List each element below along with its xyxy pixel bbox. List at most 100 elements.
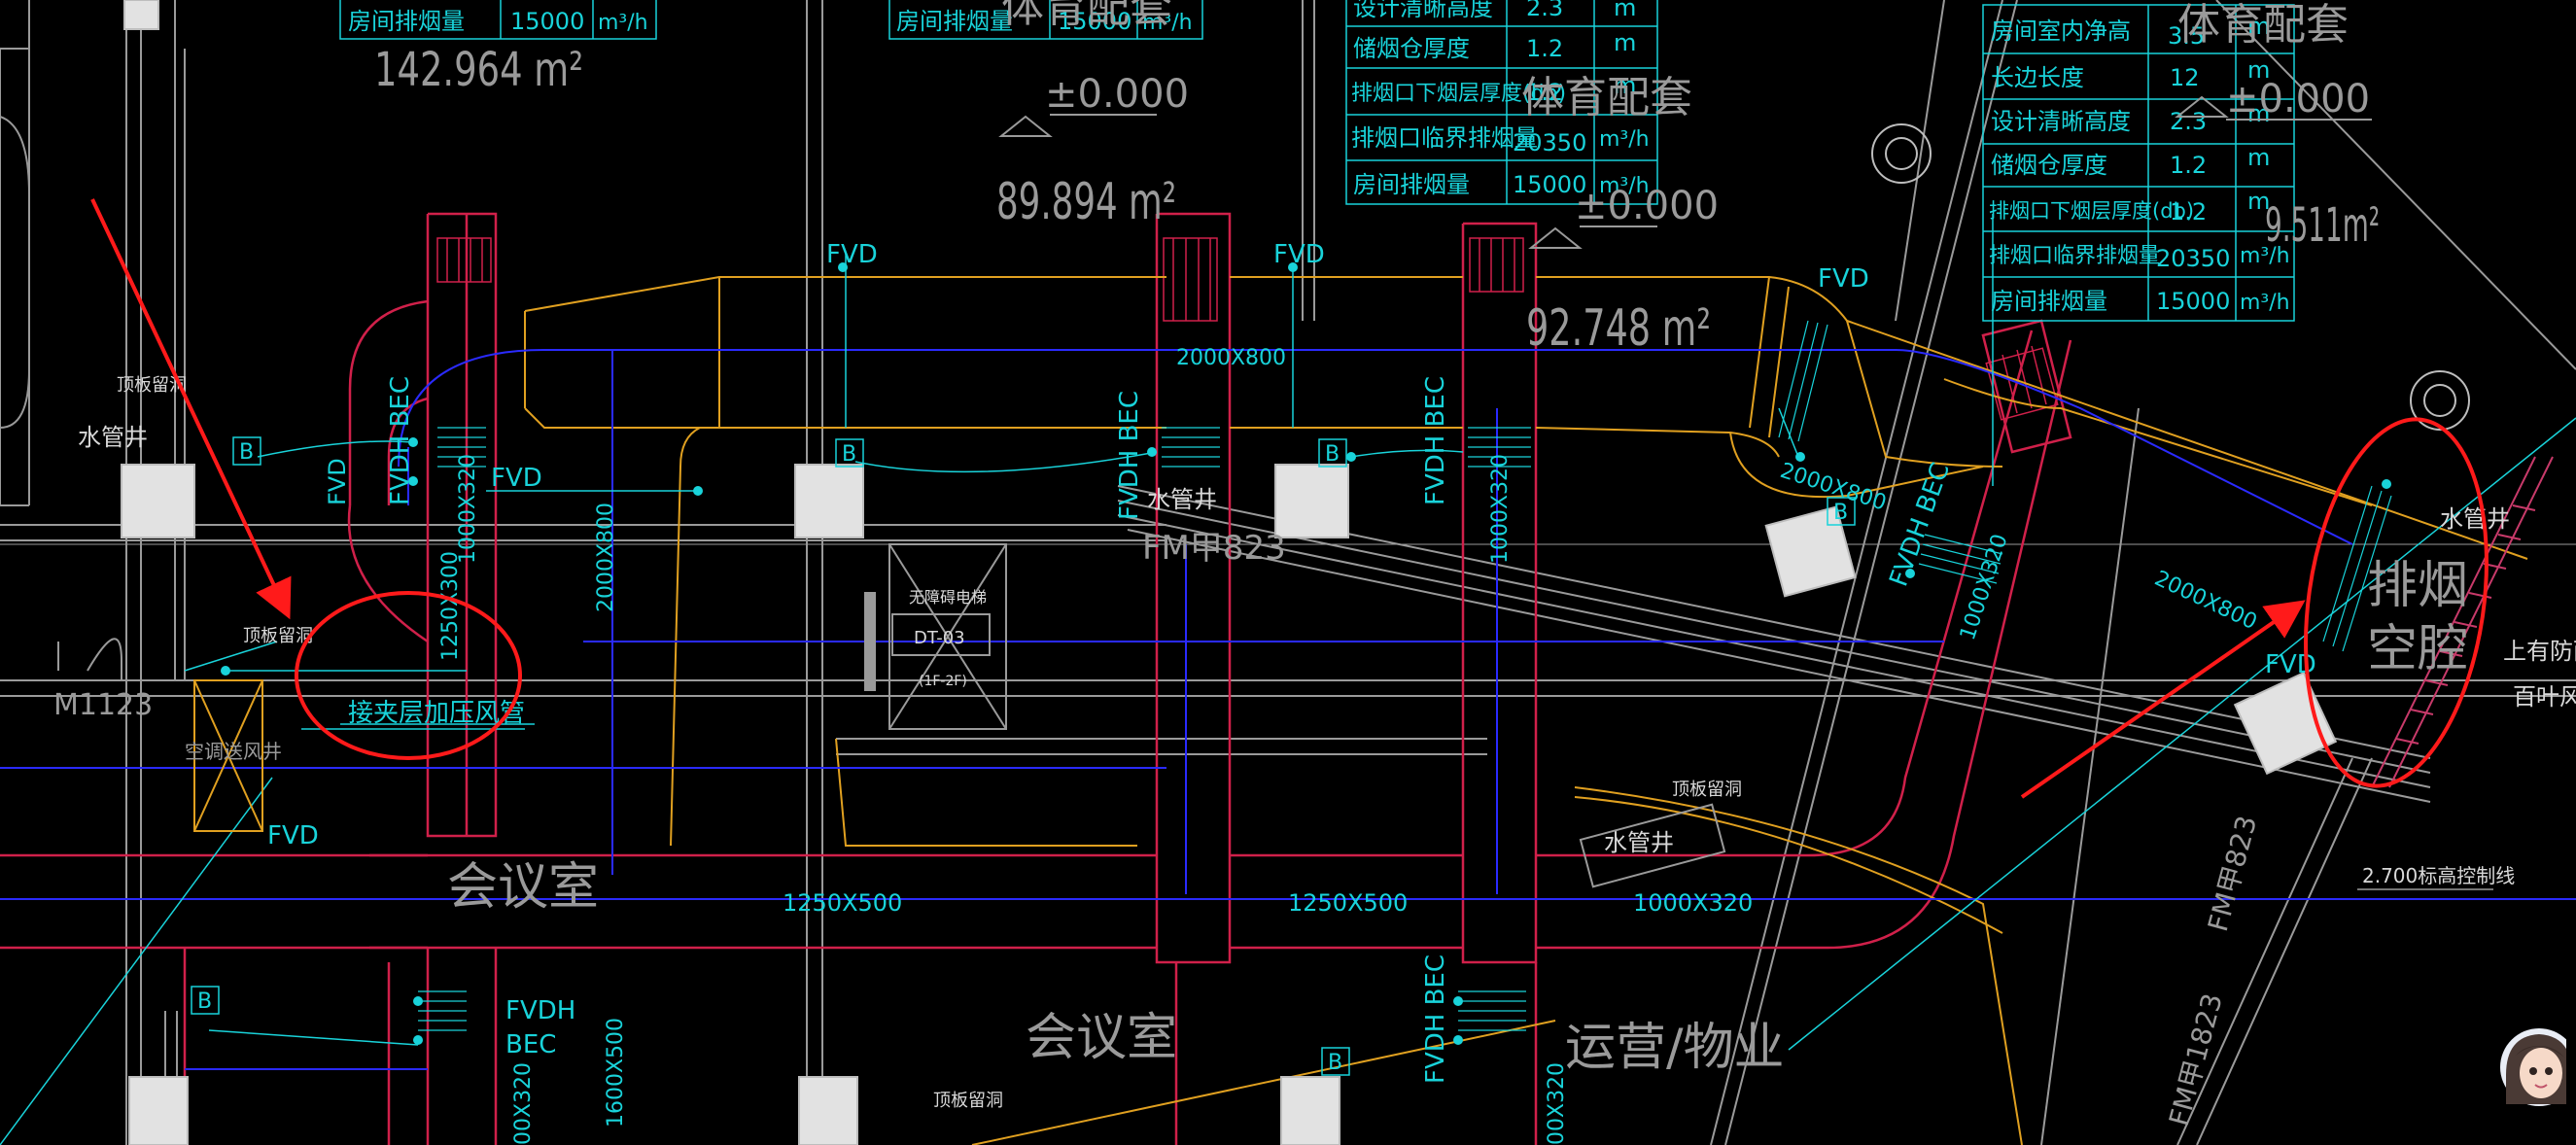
top-slab-hole-label-1: 顶板留洞 [117, 375, 187, 396]
top-slab-hole-label-3: 顶板留洞 [1672, 780, 1742, 800]
cyan-dots [221, 262, 2391, 1045]
elevation-label-3: ±0.000 [2226, 77, 2370, 121]
duct-label-1250x300: 1250X300 [438, 551, 463, 661]
area-label-89: 89.894 m² [996, 173, 1176, 231]
table-right-r0-unit: m [2247, 13, 2270, 40]
table-center [1345, 0, 1658, 205]
duct-label-1600x500: 1600X500 [604, 1018, 628, 1128]
fvd-label-6: FVD [267, 821, 319, 850]
table-right-r1-value: 12 [2170, 64, 2200, 91]
table-center-r4-value: 15000 [1513, 171, 1586, 198]
table-right-r2-label: 设计清晰高度 [1991, 108, 2131, 135]
elevator-label-2: DT-03 [914, 628, 965, 648]
sports-support-label-top: 体育配套 [1001, 0, 1172, 32]
water-shaft-label-4: 水管井 [2440, 505, 2510, 533]
table-top-left-unit: m³/h [598, 11, 648, 35]
table-center-r3-value: 20350 [1513, 129, 1586, 156]
duct-label-1000x320-2: 1000X320 [1488, 454, 1513, 564]
table-center-r1-label: 储烟仓厚度 [1353, 35, 1470, 62]
table-right-r6-label: 房间排烟量 [1991, 288, 2107, 315]
level-line-label: 2.700标高控制线 [2362, 864, 2515, 887]
sports-support-label-right: 体育配套 [2177, 0, 2349, 50]
ac-shaft-label: 空调送风井 [185, 740, 282, 763]
water-shaft-box [1579, 803, 1726, 888]
exhaust-cavity-label-1: 排烟 [2367, 557, 2468, 615]
water-shaft-label-3: 水管井 [1604, 829, 1674, 856]
table-center-r4-unit: m³/h [1599, 174, 1650, 198]
fm-label-1: FM甲823 [1142, 529, 1286, 568]
exhaust-cavity-label-2: 空腔 [2367, 620, 2468, 678]
ac-shaft [193, 679, 263, 832]
duct-label-2000x800-2: 2000X800 [594, 503, 618, 612]
table-right-r6-value: 15000 [2156, 288, 2230, 315]
table-center-r3-label: 排烟口临界排烟量 [1351, 124, 1538, 152]
table-right-r4-label: 排烟口下烟层厚度(db) [1989, 199, 2194, 223]
top-slab-hole-label-4: 顶板留洞 [933, 1091, 1003, 1111]
table-top-left [339, 0, 657, 40]
table-center-r2-unit: m [1614, 72, 1636, 99]
duct-label-1000x320-4: 1000X320 [1633, 889, 1753, 917]
table-center-r1-value: 1.2 [1526, 35, 1563, 62]
table-top-left-value: 15000 [510, 8, 584, 35]
table-right-r3-unit: m [2247, 144, 2270, 171]
table-right-r2-value: 2.3 [2170, 108, 2207, 135]
louver-label-2: 百叶风标 [2513, 683, 2576, 711]
table-right-r6-unit: m³/h [2240, 291, 2290, 315]
duct-label-1000x320-1: 1000X320 [456, 454, 480, 564]
red-markup [90, 198, 2489, 799]
top-slab-hole-label-2: 顶板留洞 [243, 626, 313, 646]
fvdh-bec-label-2: FVDH BEC [1115, 391, 1144, 520]
table-center-r0-value: 2.3 [1526, 0, 1563, 21]
duct-label-2000x800-1: 2000X800 [1176, 346, 1286, 370]
water-shaft-label-1: 水管井 [78, 424, 148, 451]
column-circles [1871, 123, 2470, 431]
table-top-left-label: 房间排烟量 [348, 8, 465, 35]
table-center-r3-unit: m³/h [1599, 127, 1650, 152]
riser-grilles [436, 237, 2059, 421]
hatched-wall [2371, 456, 2554, 788]
table-right-r5-label: 排烟口临界排烟量 [1989, 244, 2160, 268]
table-right-r4-value: 1.2 [2170, 198, 2207, 226]
damper-b-markers [191, 436, 1856, 1076]
table-right-r0-value: 3.5 [2168, 22, 2205, 50]
damper-b-label-5: B [197, 989, 212, 1014]
table-center-r0-unit: m [1614, 0, 1636, 21]
table-right [1982, 4, 2295, 322]
damper-b-label-3: B [1325, 442, 1340, 467]
area-label-92: 92.748 m² [1526, 299, 1711, 358]
fm-label-2: FM甲823 [2202, 813, 2263, 935]
table-top-mid-value: 15000 [1058, 8, 1131, 35]
assistant-avatar-icon[interactable] [2496, 1017, 2576, 1133]
table-right-r3-value: 1.2 [2170, 152, 2207, 179]
damper-b-label-2: B [842, 442, 856, 467]
left-shaft-outline [0, 49, 122, 680]
elevation-markers [998, 95, 2372, 249]
duct-label-00x320-2: 00X320 [1545, 1062, 1569, 1145]
table-top-mid [888, 0, 1203, 40]
area-label-142: 142.964 m² [374, 43, 583, 97]
damper-b-label-4: B [1833, 501, 1848, 525]
fvd-label-4: FVD [491, 464, 542, 493]
table-top-mid-label: 房间排烟量 [896, 8, 1013, 35]
fvdh-bec-label-3: FVDH BEC [1421, 376, 1450, 505]
table-center-r2-label: 排烟口下烟层厚度(db) [1351, 82, 1566, 106]
damper-b-label-6: B [1328, 1051, 1342, 1075]
area-label-9511: 9.511m² [2265, 198, 2380, 253]
table-right-r0-label: 房间室内净高 [1991, 17, 2131, 45]
table-top-mid-unit: m³/h [1142, 11, 1193, 35]
door-label-m1123: M1123 [53, 688, 153, 722]
rain-louver-label: 上有防雨 [2503, 638, 2576, 665]
duct-label-1250x500-2: 1250X500 [1288, 889, 1408, 917]
fvd-label-7: FVD [324, 458, 351, 505]
elevator-label-3: (1F-2F) [919, 674, 967, 689]
duct-label-2000x800-4: 2000X800 [2150, 567, 2260, 635]
structural-columns [121, 0, 2338, 1145]
fvd-label-2: FVD [1273, 240, 1325, 269]
table-right-r5-unit: m³/h [2240, 244, 2290, 268]
table-center-r4-label: 房间排烟量 [1353, 171, 1470, 198]
mezzanine-duct-label: 接夹层加压风管 [348, 699, 525, 728]
elevator-symbol [864, 543, 1007, 730]
table-center-r0-label: 设计清晰高度 [1353, 0, 1493, 21]
elevator-label-1: 无障碍电梯 [909, 588, 987, 607]
